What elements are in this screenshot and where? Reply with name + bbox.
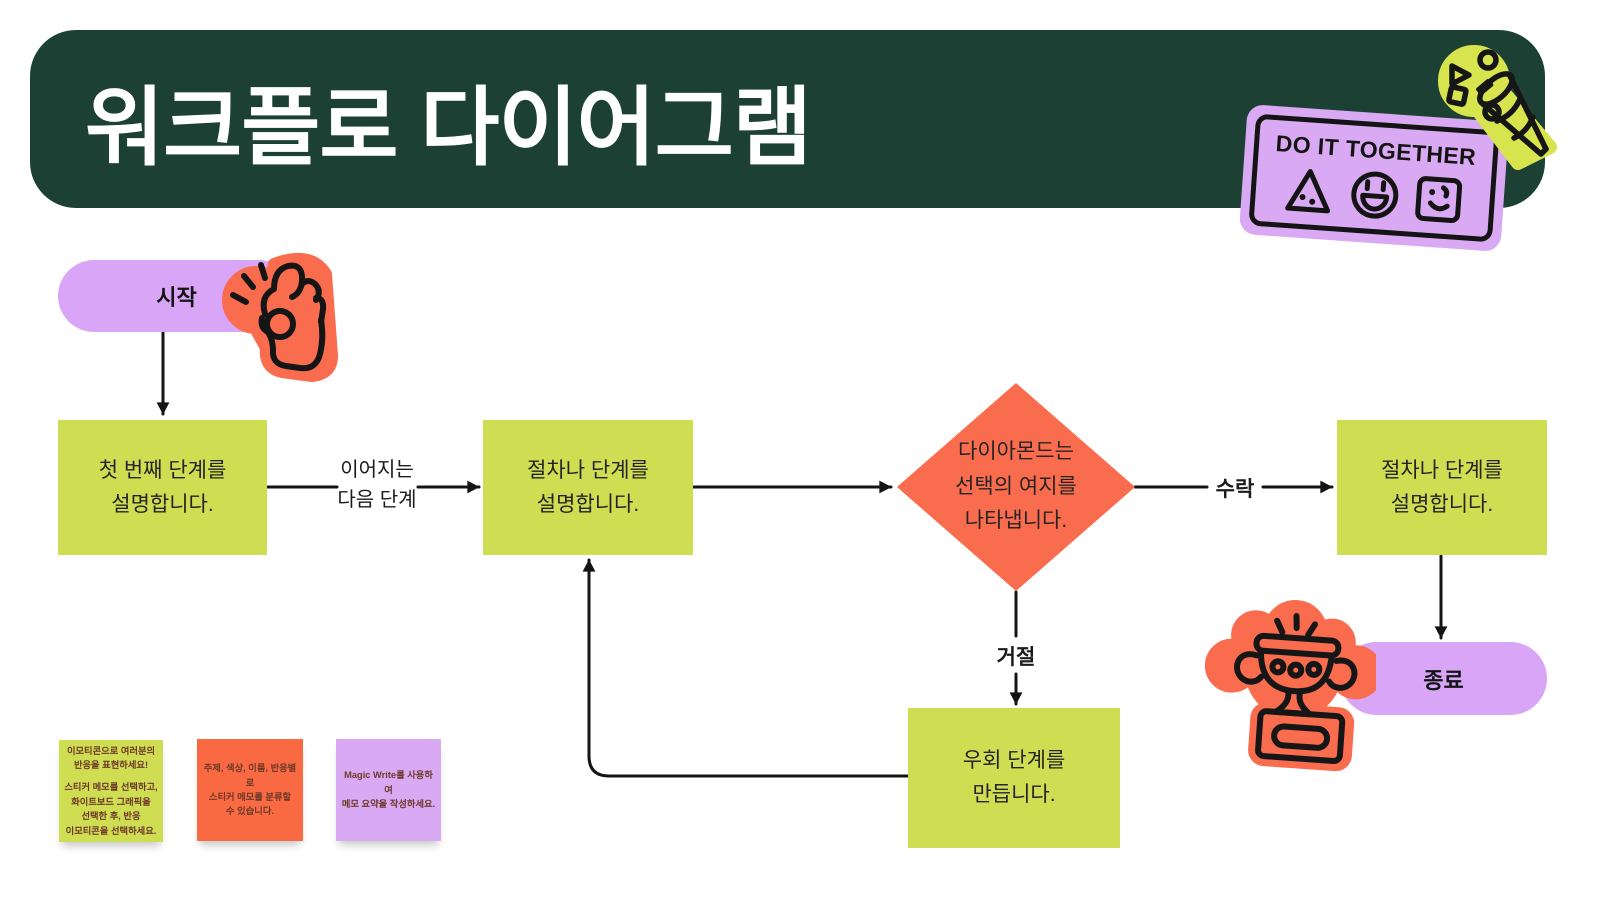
sticky-note-green[interactable]: 이모티콘으로 여러분의 반응을 표현하세요! 스티커 메모를 선택하고, 화이트…	[59, 740, 163, 842]
decision-text: 다이아몬드는 선택의 여지를 나타냅니다.	[955, 440, 1077, 533]
sticky-note-orange[interactable]: 주제, 색상, 이름, 반응별로 스티커 메모를 분류할 수 있습니다.	[197, 739, 303, 841]
first-step-text: 첫 번째 단계를 설명합니다.	[98, 458, 227, 516]
triangle-face-icon	[1285, 169, 1331, 214]
flow-node-process-step[interactable]: 절차나 단계를 설명합니다.	[483, 420, 693, 555]
edge-label-reject: 거절	[996, 646, 1036, 669]
flow-node-decision[interactable]: 다이아몬드는 선택의 여지를 나타냅니다.	[895, 381, 1137, 593]
party-popper-sticker[interactable]	[1428, 38, 1568, 175]
start-label: 시작	[156, 285, 197, 310]
process-step-2-text: 절차나 단계를 설명합니다.	[1381, 458, 1503, 516]
trophy-sticker[interactable]	[1198, 600, 1376, 782]
square-face-icon	[1415, 176, 1463, 224]
sticky-note-orange-text: 주제, 색상, 이름, 반응별로 스티커 메모를 분류할 수 있습니다.	[203, 763, 297, 817]
bypass-step-text: 우회 단계를 만듭니다.	[962, 749, 1066, 806]
edge-label-next: 이어지는 다음 단계	[337, 459, 417, 511]
edge-label-accept: 수락	[1215, 478, 1255, 501]
do-it-together-badge[interactable]: DO IT TOGETHER	[1238, 104, 1510, 252]
connector-bypass-step2	[582, 558, 910, 778]
decision-diamond-shape	[897, 383, 1135, 591]
flow-node-process-step-2[interactable]: 절차나 단계를 설명합니다.	[1337, 420, 1547, 555]
ok-hand-sticker[interactable]	[216, 238, 344, 384]
flow-node-first-step[interactable]: 첫 번째 단계를 설명합니다.	[58, 420, 267, 555]
page-title: 워크플로 다이어그램	[85, 79, 812, 176]
end-label: 종료	[1423, 667, 1464, 693]
smiley-face-icon	[1351, 171, 1399, 219]
sticky-note-purple[interactable]: Magic Write를 사용하여 메모 요약을 작성하세요.	[336, 739, 441, 841]
badge-icon-row	[1281, 163, 1464, 227]
sticky-note-purple-text: Magic Write를 사용하여 메모 요약을 작성하세요.	[341, 770, 436, 810]
sticky-note-green-p1: 이모티콘으로 여러분의 반응을 표현하세요!	[66, 746, 156, 771]
flow-node-bypass-step[interactable]: 우회 단계를 만듭니다.	[908, 708, 1120, 848]
sticky-note-green-p2: 스티커 메모를 선택하고, 화이트보드 그래픽을 선택한 후, 반응 이모티콘을…	[64, 782, 158, 836]
process-step-text: 절차나 단계를 설명합니다.	[527, 458, 649, 516]
